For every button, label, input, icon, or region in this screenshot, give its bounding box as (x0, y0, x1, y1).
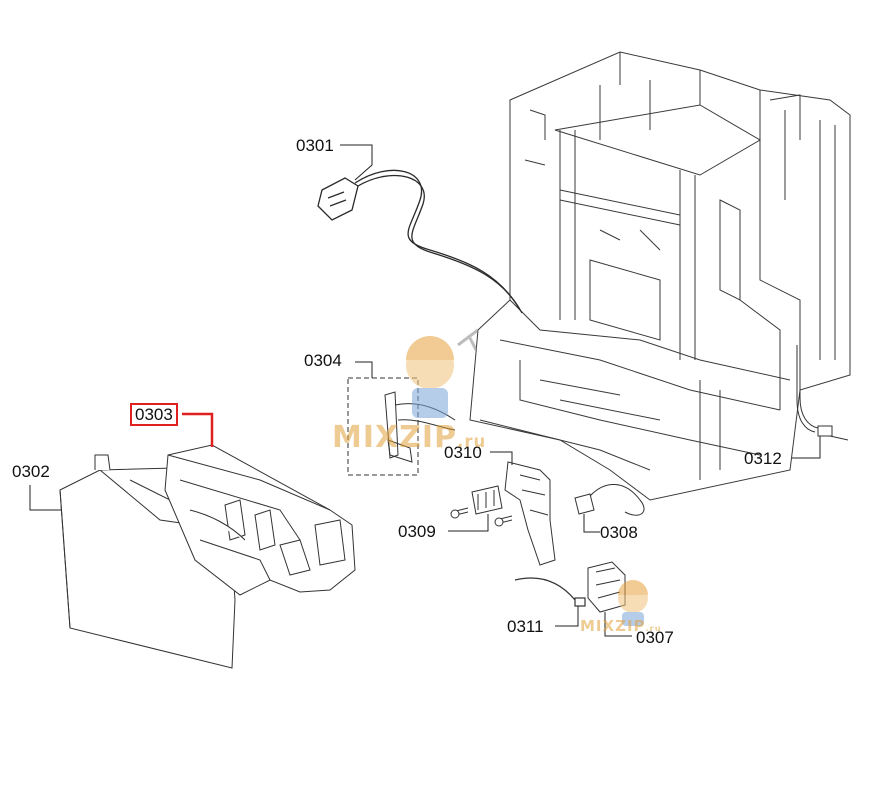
part-label-0312: 0312 (744, 449, 782, 468)
part-label-0307: 0307 (636, 628, 674, 647)
leader-lines (29, 144, 821, 637)
leader-0307 (604, 612, 632, 637)
base-tray-0303 (164, 444, 356, 596)
power-cord-0301 (317, 169, 523, 314)
watermark-tld: .ru (457, 432, 487, 451)
part-label-0308: 0308 (600, 523, 638, 542)
part-label-0303: 0303 (130, 403, 178, 426)
bracket-0310 (504, 461, 556, 566)
leader-0303 (182, 412, 214, 447)
chassis-frame (469, 51, 851, 501)
leader-0312 (792, 436, 821, 459)
part-label-0309: 0309 (398, 522, 436, 541)
watermark-brand: MIXZIP (332, 420, 458, 455)
part-label-0310: 0310 (444, 443, 482, 462)
part-label-0301: 0301 (296, 136, 334, 155)
leader-0301 (340, 144, 373, 181)
wire-0311 (514, 577, 586, 607)
part-label-0311: 0311 (507, 617, 544, 636)
sensor-0312 (796, 345, 849, 441)
watermark-text-small: MIXZIP.ru (580, 617, 662, 635)
terminal-block-0309 (450, 485, 513, 527)
watermark-tld-small: .ru (645, 623, 662, 633)
part-label-0302: 0302 (12, 462, 50, 481)
leader-0304 (355, 361, 373, 378)
leader-0302 (29, 485, 62, 511)
switch-0308 (574, 484, 645, 516)
pump-0307 (587, 561, 626, 613)
watermark-mascot-icon (406, 328, 479, 418)
leader-0308 (583, 514, 600, 533)
leader-0309 (448, 514, 489, 532)
watermark-brand-small: MIXZIP (580, 617, 646, 635)
leader-0310 (490, 451, 513, 465)
watermark-text: MIXZIP.ru (332, 420, 486, 455)
part-label-0304: 0304 (304, 351, 342, 370)
leader-0311 (555, 606, 579, 627)
watermark-mascot-small-icon (618, 580, 648, 626)
